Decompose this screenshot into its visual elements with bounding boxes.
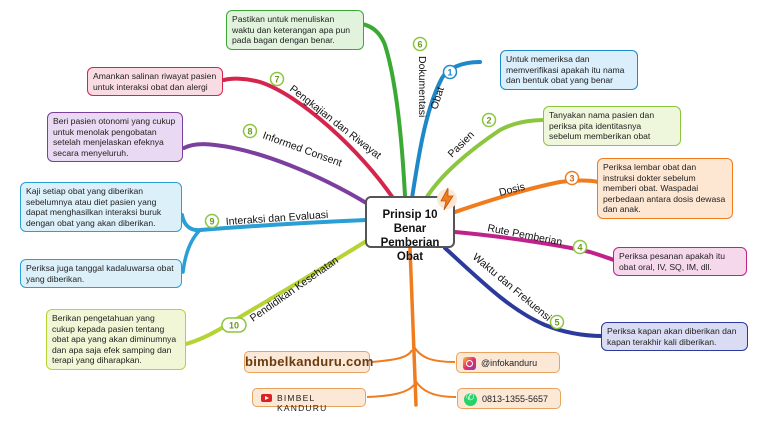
whatsapp-icon: [464, 392, 477, 406]
note-pengkajian: Amankan salinan riwayat pasien untuk int…: [87, 67, 223, 96]
instagram-icon: [463, 357, 476, 370]
svg-text:2: 2: [486, 116, 491, 126]
note-informed-consent: Beri pasien otonomi yang cukup untuk men…: [47, 112, 183, 162]
branch-label-10: Pendidikan Kesehatan: [248, 254, 341, 324]
center-node: Prinsip 10 Benar Pemberian Obat: [365, 196, 455, 263]
branch-line-10: [184, 238, 370, 346]
svg-text:1: 1: [447, 68, 452, 78]
branch-line-9: [180, 213, 368, 233]
whatsapp-badge[interactable]: 0813-1355-5657: [457, 388, 561, 409]
badge-8: 8: [242, 123, 258, 139]
badge-3: 3: [564, 170, 580, 186]
note-waktu: Periksa kapan akan diberikan dan kapan t…: [601, 322, 748, 351]
svg-text:3: 3: [569, 174, 574, 184]
note-obat: Untuk memeriksa dan memverifikasi apakah…: [500, 50, 638, 90]
badge-2: 2: [481, 112, 497, 128]
youtube-icon: [261, 394, 272, 402]
svg-text:8: 8: [247, 127, 252, 137]
branch-line-7: [222, 76, 395, 200]
youtube-badge[interactable]: BIMBEL KANDURU: [252, 388, 366, 413]
connector-instagram: [412, 344, 456, 363]
badge-7: 7: [269, 71, 285, 87]
badge-6: 6: [412, 36, 428, 52]
connector-youtube: [366, 384, 415, 398]
center-title-line1: Prinsip 10 Benar: [382, 209, 438, 235]
whatsapp-label: 0813-1355-5657: [482, 394, 549, 404]
branch-label-6: Dokumentasi: [416, 56, 428, 117]
badge-5: 5: [549, 314, 565, 330]
svg-text:5: 5: [554, 318, 559, 328]
badge-10: 10: [221, 317, 247, 333]
note-dosis: Periksa lembar obat dan instruksi dokter…: [597, 158, 733, 219]
connector-whatsapp: [414, 379, 457, 398]
lightning-icon: [437, 187, 457, 211]
branch-label-8: Informed Consent: [261, 130, 344, 170]
branch-label-4: Rute Pemberian: [486, 222, 563, 248]
branch-label-1: Obat: [428, 85, 446, 110]
branch-line-8: [182, 142, 370, 206]
branch-label-3: Dosis: [498, 181, 526, 199]
branch-line-9b: [181, 228, 202, 274]
instagram-badge[interactable]: @infokanduru: [456, 352, 560, 373]
svg-text:9: 9: [209, 217, 214, 227]
connector-brand: [371, 349, 413, 363]
svg-text:10: 10: [229, 321, 239, 331]
center-title-line2: Pemberian Obat: [380, 237, 440, 263]
branch-line-bottom: [408, 246, 418, 407]
branch-line-3: [453, 178, 600, 214]
badge-9: 9: [204, 213, 220, 229]
branch-line-6: [360, 22, 407, 198]
branch-line-1: [410, 60, 482, 200]
youtube-label: BIMBEL KANDURU: [277, 393, 328, 413]
branch-line-2: [423, 118, 547, 202]
note-dokumentasi: Pastikan untuk menuliskan waktu dan kete…: [226, 10, 364, 50]
website-badge[interactable]: bimbelkanduru.com: [244, 351, 373, 373]
svg-text:7: 7: [274, 75, 279, 85]
instagram-label: @infokanduru: [481, 358, 538, 368]
note-pasien: Tanyakan nama pasien dan periksa pita id…: [543, 106, 681, 146]
badge-1: 1: [442, 64, 458, 80]
note-interaksi: Kaji setiap obat yang diberikan sebelumn…: [20, 182, 182, 232]
branch-label-5: Waktu dan Frekuensi: [470, 251, 553, 324]
badge-4: 4: [572, 239, 588, 255]
svg-text:4: 4: [577, 243, 582, 253]
branch-line-5: [443, 246, 605, 338]
note-rute: Periksa pesanan apakah itu obat oral, IV…: [613, 247, 747, 276]
svg-text:6: 6: [417, 40, 422, 50]
note-interaksi-kadaluwarsa: Periksa juga tanggal kadaluwarsa obat ya…: [20, 259, 182, 288]
branch-label-2: Pasien: [446, 129, 477, 160]
note-pendidikan: Berikan pengetahuan yang cukup kepada pa…: [46, 309, 186, 370]
